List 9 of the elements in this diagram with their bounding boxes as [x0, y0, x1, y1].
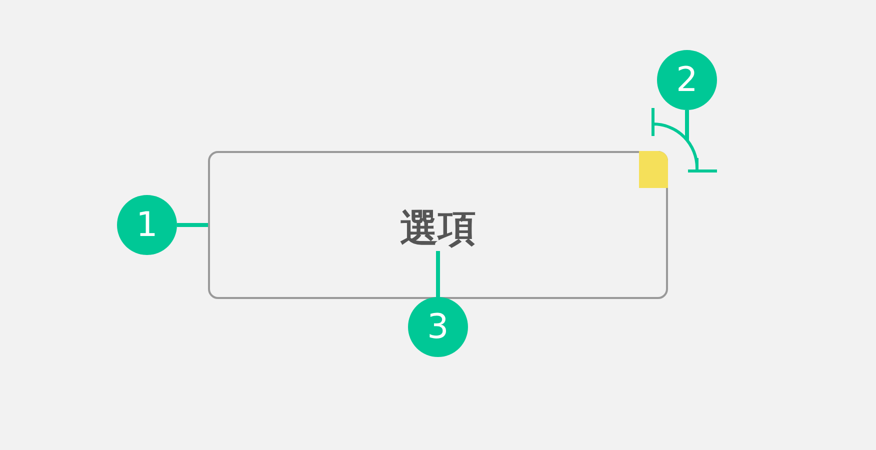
callout-number: 2: [657, 50, 717, 110]
corner-highlight: [639, 151, 668, 188]
leader-line: [177, 223, 208, 227]
option-box: [208, 151, 668, 299]
leader-line: [685, 110, 689, 140]
leader-line: [436, 251, 440, 297]
option-label: 選項: [383, 205, 493, 251]
callout-number: 3: [408, 297, 468, 357]
callout-number: 1: [117, 195, 177, 255]
